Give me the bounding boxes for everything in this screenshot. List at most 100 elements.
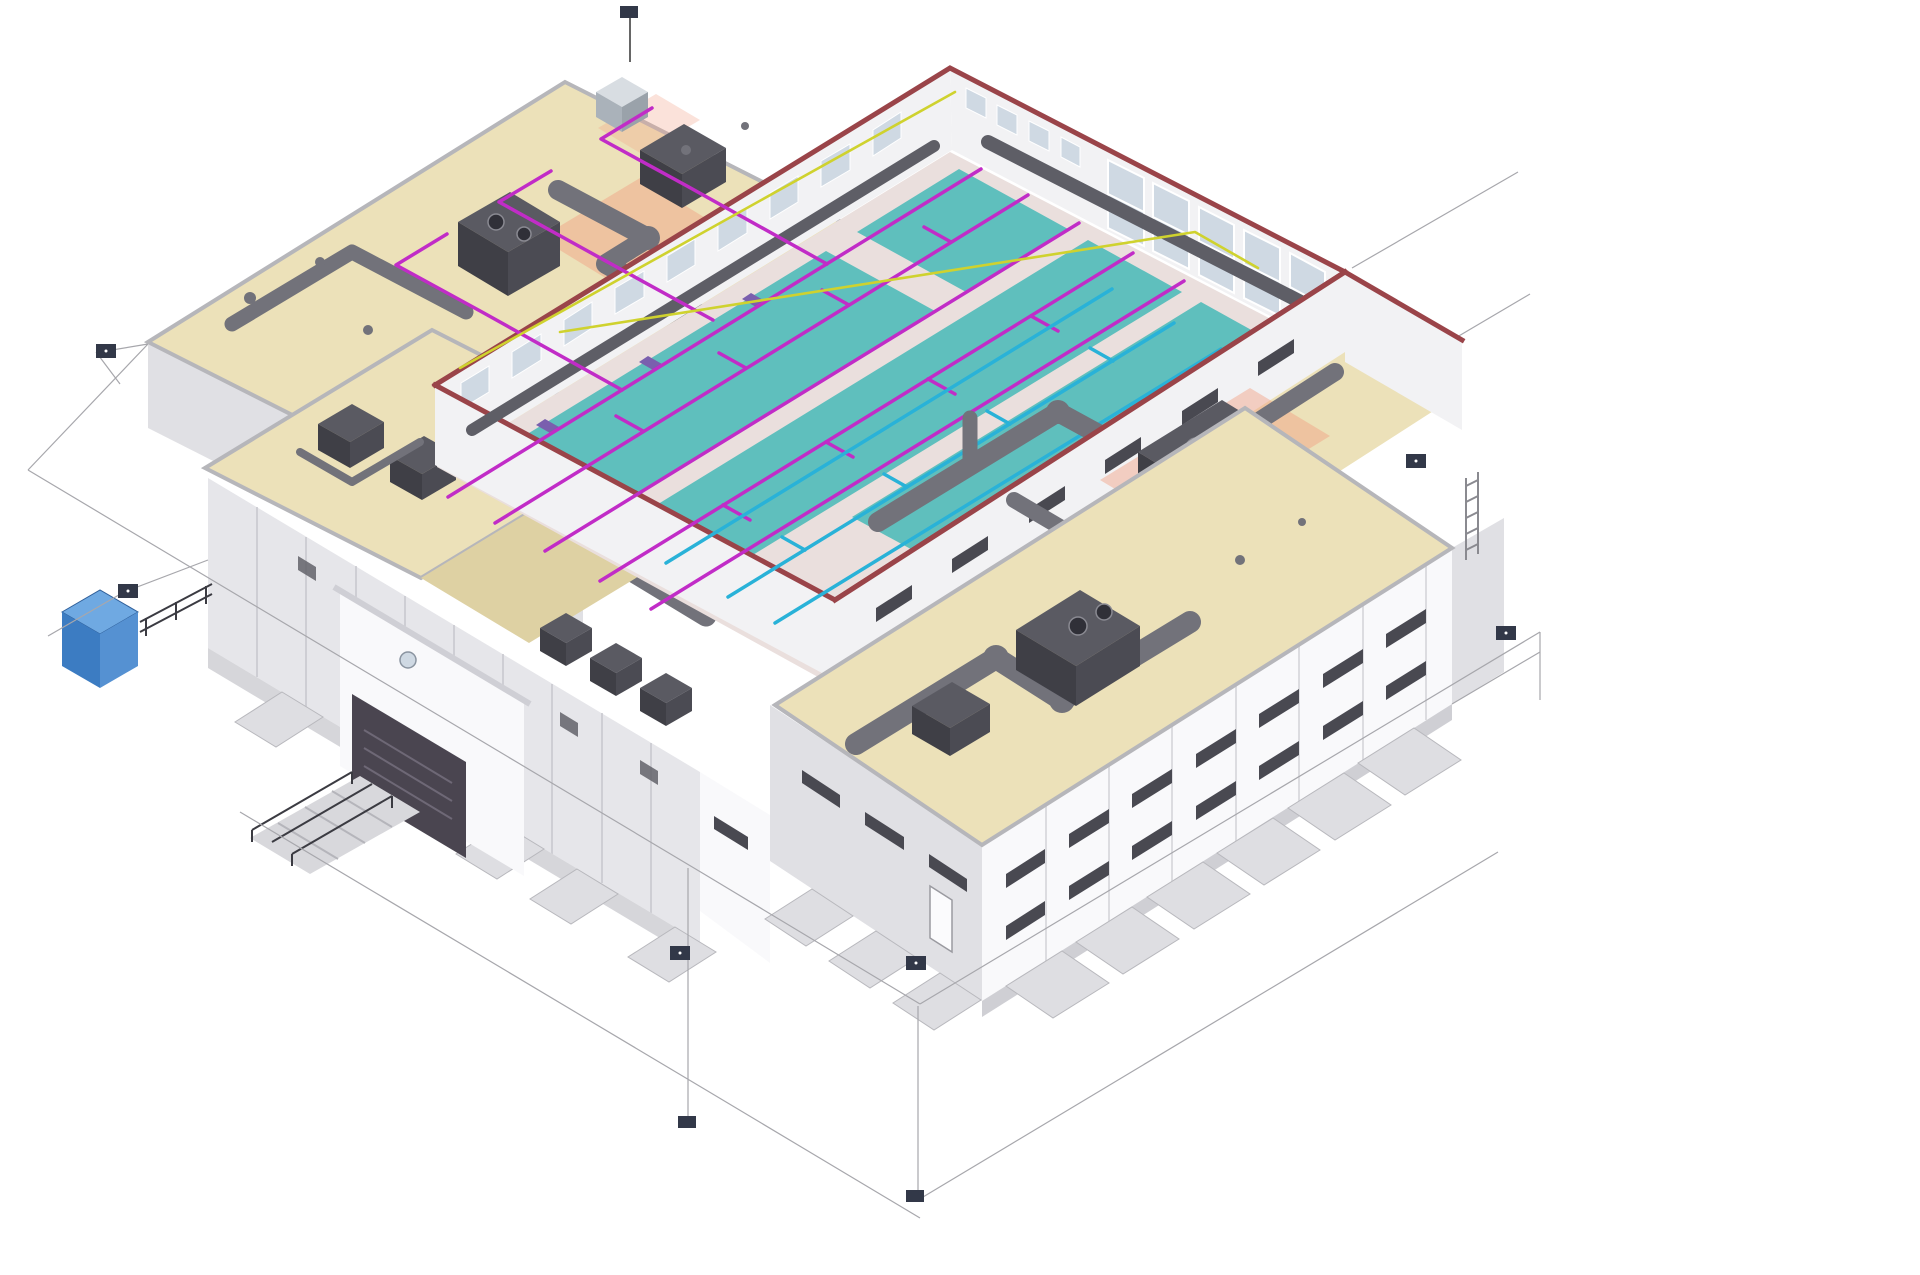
duct-elbow [1046, 400, 1070, 424]
roof-vent [315, 257, 325, 267]
roof-vent [363, 325, 373, 335]
rtu-right-face [682, 148, 726, 208]
site-reference-lines-front [27, 469, 1541, 1219]
pipe-branches [780, 346, 1115, 552]
window-slot [714, 816, 748, 850]
central-hall [394, 65, 1349, 682]
interior-duct [981, 135, 1339, 325]
condenser-right [950, 704, 990, 756]
footing-pads [1005, 727, 1462, 1019]
site-line [27, 469, 1541, 1219]
site-marker [906, 1190, 924, 1202]
entrance-portico [332, 584, 532, 876]
footing-pads [234, 691, 717, 983]
ceiling-zone [852, 302, 1291, 566]
facade-pilasters [1045, 564, 1427, 961]
marker-dot [1504, 631, 1508, 635]
ahu-left-face [1016, 630, 1076, 706]
window-slot-row [876, 339, 1294, 622]
cube-left-face [62, 612, 100, 688]
clerestory-window-row [460, 111, 902, 410]
corner-wall [700, 772, 770, 963]
condensing-units [540, 613, 692, 726]
rtu-left-face [458, 222, 508, 296]
marker-dot [678, 951, 682, 955]
blue-equipment-cube [61, 589, 139, 688]
high-window-slots [965, 87, 1081, 168]
duct-elbow [983, 645, 1009, 671]
rtu-left-face [318, 424, 350, 468]
roof-vent [741, 122, 749, 130]
condensing-unit [912, 682, 990, 756]
condenser-left [540, 628, 566, 666]
entrance-wing [139, 327, 770, 983]
cube-right-face [100, 612, 138, 688]
condenser-right [566, 628, 592, 666]
right-wing [764, 268, 1504, 1031]
window-mullions [1107, 193, 1326, 307]
duct-elbow [636, 226, 660, 250]
condenser-top [912, 682, 990, 728]
parapet-maroon [831, 268, 1349, 604]
stair-steps [277, 790, 393, 860]
roof-vent [244, 292, 256, 304]
magenta-piping [394, 106, 1186, 611]
condenser-left [912, 706, 950, 756]
fan-icon [1068, 616, 1088, 636]
site-reference-lines-back [27, 171, 1531, 471]
roof-cupola [596, 77, 648, 132]
exterior-stairs [250, 771, 420, 874]
condenser-right [616, 658, 642, 696]
fan-icon [1095, 603, 1113, 621]
pipe-main [446, 167, 1186, 611]
cupola-left [596, 92, 622, 132]
rooftop-unit [458, 192, 560, 296]
rtu-top [458, 192, 560, 252]
stair-railings [251, 771, 393, 866]
thermal-zone-overlay [598, 94, 700, 154]
condenser-left [640, 688, 666, 726]
portico-emblem [399, 651, 417, 669]
marker-dot [914, 961, 918, 965]
hall-near-right-wall [835, 272, 1345, 680]
site-line [27, 171, 1531, 471]
pipe-wall-crossings [394, 106, 829, 392]
site-marker [678, 1116, 696, 1128]
marker-dot [104, 349, 108, 353]
site-marker [620, 6, 638, 18]
cyan-piping [664, 287, 1223, 625]
rooftop-duct-run [224, 244, 474, 332]
entry-stair-lines [363, 729, 453, 820]
condenser-right [666, 688, 692, 726]
fan-icon [487, 213, 505, 231]
ceiling-zone [467, 251, 935, 532]
fan-icon [516, 226, 532, 242]
facade-louvers [298, 556, 658, 785]
roof-vent [875, 725, 885, 735]
rtu-right-face [350, 422, 384, 468]
rtu-top [318, 404, 384, 442]
window-slot-row [1006, 661, 1426, 940]
portico-cornice [332, 584, 532, 707]
yellow-conduit [458, 90, 1260, 370]
service-door [929, 884, 953, 954]
roof-vent [681, 145, 691, 155]
southeast-facade [982, 548, 1452, 1001]
roof-access-ladder [1465, 472, 1479, 560]
walkway-railing [139, 583, 213, 636]
window-slot-row [1006, 609, 1426, 888]
air-handling-unit [1016, 590, 1140, 706]
purple-fittings [536, 293, 765, 433]
ahu-right-face [1076, 626, 1140, 706]
footing-pads [764, 888, 982, 1031]
southwest-return-facade [770, 705, 982, 1001]
upper-east-wall [1345, 272, 1462, 430]
window-slot-row [802, 770, 967, 892]
right-wing-parapet [771, 405, 1456, 848]
pipe-main [664, 287, 1223, 625]
marker-dot [1414, 459, 1418, 463]
portico-front [340, 592, 524, 876]
site-marker-boxes [96, 6, 1516, 1202]
